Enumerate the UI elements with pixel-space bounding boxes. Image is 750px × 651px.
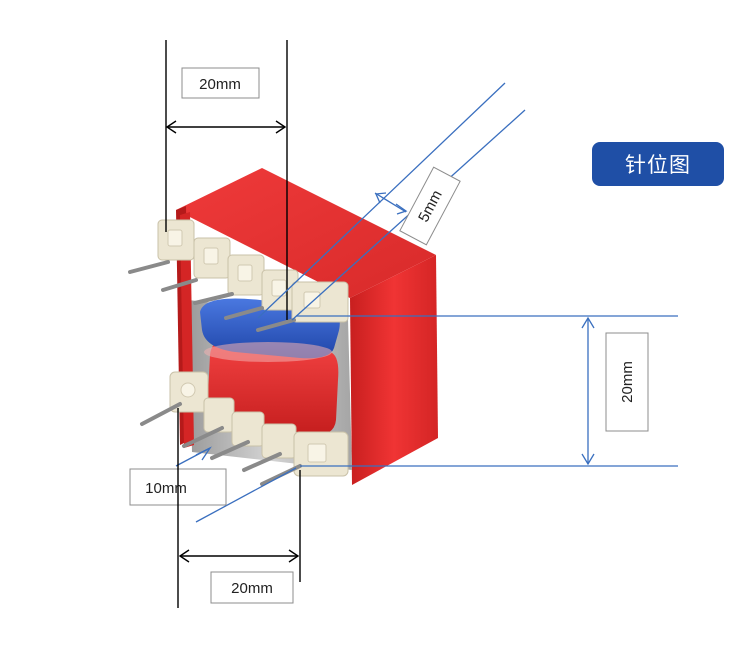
- pin-housing: [203, 397, 235, 433]
- pin: [182, 426, 224, 448]
- dimension-label-top-width: 20mm: [199, 76, 241, 93]
- pin-layout-badge: 针位图: [592, 142, 724, 186]
- dimension-pin-pitch: 5mm: [257, 82, 526, 321]
- dimension-height: 20mm: [296, 315, 678, 467]
- pin-housing: [157, 219, 195, 261]
- pin: [193, 292, 234, 305]
- dimension-bottom-width: 20mm: [177, 408, 301, 608]
- dimension-label-bottom-width: 20mm: [231, 580, 273, 597]
- pin-housing: [169, 371, 209, 413]
- pin: [161, 278, 198, 292]
- dimension-label-row-spacing: 10mm: [145, 480, 187, 497]
- top-pins: [128, 260, 296, 332]
- bottom-pin-row: [169, 371, 349, 477]
- transformer-body: [128, 168, 438, 486]
- pin: [210, 440, 250, 460]
- pin-housing: [261, 269, 299, 311]
- pin: [256, 318, 296, 332]
- pin-housing: [291, 281, 349, 323]
- pin-housing: [227, 254, 265, 296]
- pin-housing: [193, 237, 231, 279]
- dimension-top-width: 20mm: [165, 40, 288, 320]
- pin: [140, 402, 182, 426]
- dimension-label-height: 20mm: [619, 361, 636, 403]
- pin: [242, 452, 282, 472]
- winding-tape: [204, 342, 332, 362]
- bobbin-right-face: [350, 255, 438, 485]
- pin: [128, 260, 170, 274]
- pin: [224, 306, 264, 320]
- bobbin-top-face: [176, 168, 436, 298]
- pin-housing: [293, 431, 349, 477]
- top-pin-row: [157, 219, 349, 323]
